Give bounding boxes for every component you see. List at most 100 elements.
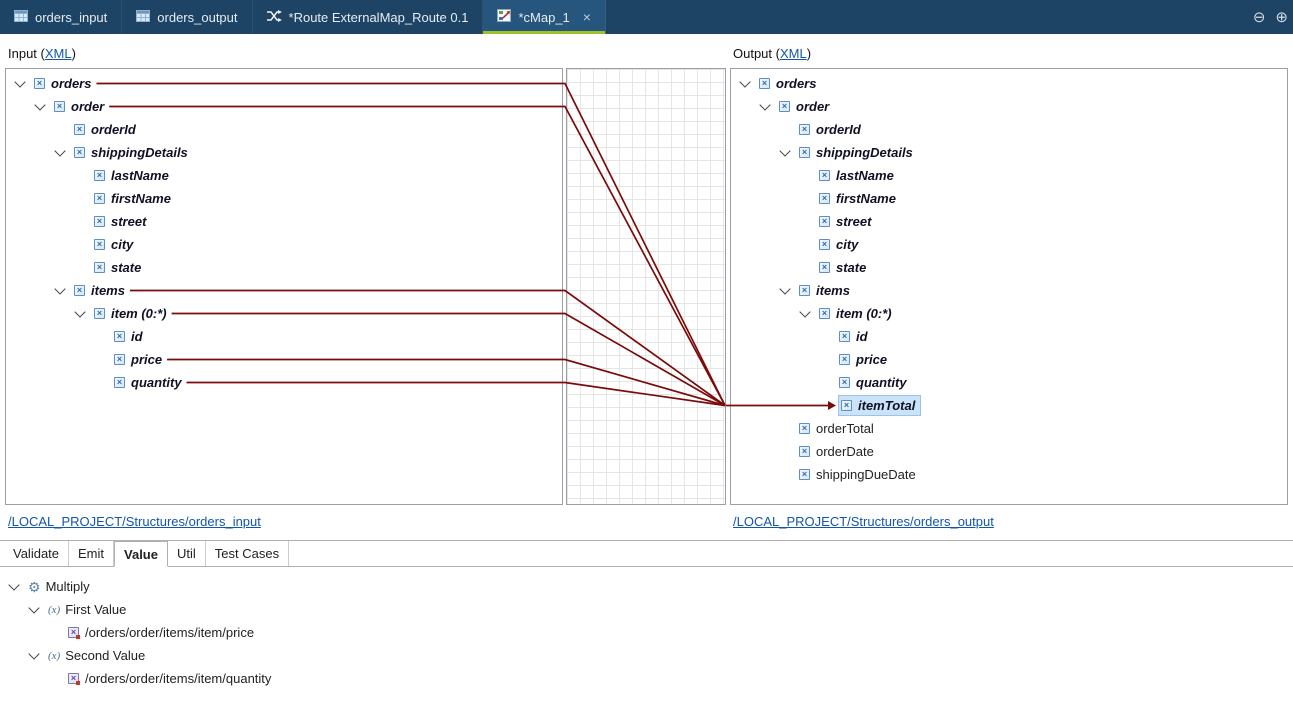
output-tree-row-city[interactable]: city [731, 233, 1287, 256]
row-content: items [799, 281, 853, 300]
output-tree-row-price[interactable]: price [731, 348, 1287, 371]
row-content: id [839, 327, 871, 346]
output-xml-link[interactable]: XML [779, 46, 807, 61]
tree-label: item (0:*) [111, 306, 167, 321]
xml-element-icon [34, 78, 45, 89]
tab-route-externalmap[interactable]: *Route ExternalMap_Route 0.1 [253, 0, 484, 34]
output-tree-row-item-0[interactable]: item (0:*) [731, 302, 1287, 325]
input-structure-link[interactable]: /LOCAL_PROJECT/Structures/orders_input [8, 514, 261, 529]
value-tree-row-multiply[interactable]: ⚙Multiply [0, 575, 1293, 598]
output-structure-link[interactable]: /LOCAL_PROJECT/Structures/orders_output [733, 514, 994, 529]
value-tree-row-second-value[interactable]: (x)Second Value [0, 644, 1293, 667]
value-tree-row-orders-order-items-item-quantity[interactable]: /orders/order/items/item/quantity [0, 667, 1293, 690]
input-tree-row-items[interactable]: items [6, 279, 562, 302]
tab-label: *cMap_1 [518, 9, 570, 25]
gear-icon: ⚙ [28, 578, 41, 595]
chevron-down-icon[interactable] [759, 99, 771, 111]
output-tree-row-state[interactable]: state [731, 256, 1287, 279]
chevron-down-icon[interactable] [14, 76, 26, 88]
chevron-down-icon[interactable] [779, 283, 791, 295]
input-tree-row-id[interactable]: id [6, 325, 562, 348]
tab-cmap-1[interactable]: *cMap_1 × [483, 0, 606, 34]
input-tree-row-firstname[interactable]: firstName [6, 187, 562, 210]
tree-label: price [131, 352, 163, 367]
chevron-slot [779, 145, 799, 157]
chevron-down-icon[interactable] [739, 76, 751, 88]
close-icon[interactable]: × [582, 9, 591, 25]
xml-element-icon [94, 308, 105, 319]
row-content: items [74, 281, 128, 300]
chevron-down-icon[interactable] [54, 283, 66, 295]
xpath-icon [68, 627, 80, 639]
output-tree-row-order[interactable]: order [731, 95, 1287, 118]
output-tree-row-shippingduedate[interactable]: shippingDueDate [731, 463, 1287, 486]
tree-label: street [836, 214, 872, 229]
tab-label: *Route ExternalMap_Route 0.1 [288, 9, 469, 25]
output-tree-row-ordertotal[interactable]: orderTotal [731, 417, 1287, 440]
route-icon [266, 9, 282, 25]
input-tree-row-orders[interactable]: orders [6, 72, 562, 95]
chevron-slot [759, 99, 779, 111]
tree-label: /orders/order/items/item/price [85, 625, 255, 640]
output-tree-row-itemtotal[interactable]: itemTotal [731, 394, 1287, 417]
chevron-down-icon[interactable] [8, 579, 20, 591]
tab-test-cases[interactable]: Test Cases [206, 541, 290, 566]
input-tree-row-quantity[interactable]: quantity [6, 371, 562, 394]
output-tree-row-id[interactable]: id [731, 325, 1287, 348]
row-content: order [54, 97, 107, 116]
tab-emit[interactable]: Emit [69, 541, 115, 566]
input-tree-row-street[interactable]: street [6, 210, 562, 233]
input-tree-row-orderid[interactable]: orderId [6, 118, 562, 141]
chevron-down-icon[interactable] [34, 99, 46, 111]
input-xml-link[interactable]: XML [44, 46, 72, 61]
output-tree-row-orders[interactable]: orders [731, 72, 1287, 95]
input-tree-row-price[interactable]: price [6, 348, 562, 371]
minimize-icon[interactable]: ⊖ [1252, 8, 1266, 26]
input-tree-row-shippingdetails[interactable]: shippingDetails [6, 141, 562, 164]
tab-orders-output[interactable]: orders_output [122, 0, 253, 34]
row-content: shippingDetails [74, 143, 191, 162]
xml-element-icon [94, 216, 105, 227]
tab-orders-input[interactable]: orders_input [0, 0, 123, 34]
output-tree-row-orderid[interactable]: orderId [731, 118, 1287, 141]
row-content: (x)First Value [48, 600, 129, 619]
chevron-down-icon[interactable] [28, 602, 40, 614]
structure-icon [136, 9, 151, 25]
structure-icon [14, 9, 28, 25]
output-tree-row-firstname[interactable]: firstName [731, 187, 1287, 210]
chevron-down-icon[interactable] [799, 306, 811, 318]
maximize-icon[interactable]: ⊕ [1275, 8, 1288, 26]
tab-validate[interactable]: Validate [4, 541, 70, 566]
output-tree-row-lastname[interactable]: lastName [731, 164, 1287, 187]
chevron-down-icon[interactable] [74, 306, 86, 318]
xml-element-icon [74, 124, 85, 135]
output-tree-row-items[interactable]: items [731, 279, 1287, 302]
mapping-grid[interactable] [566, 68, 726, 505]
row-content: orderId [74, 120, 139, 139]
value-tree-row-first-value[interactable]: (x)First Value [0, 598, 1293, 621]
value-tree-row-orders-order-items-item-price[interactable]: /orders/order/items/item/price [0, 621, 1293, 644]
output-tree-row-orderdate[interactable]: orderDate [731, 440, 1287, 463]
tree-label: First Value [65, 602, 127, 617]
output-tree-row-quantity[interactable]: quantity [731, 371, 1287, 394]
input-tree-row-order[interactable]: order [6, 95, 562, 118]
xml-element-icon [839, 354, 850, 365]
input-tree-row-lastname[interactable]: lastName [6, 164, 562, 187]
tab-value[interactable]: Value [114, 541, 168, 567]
chevron-down-icon[interactable] [28, 648, 40, 660]
xml-element-icon [94, 239, 105, 250]
expression-panel: Validate Emit Value Util Test Cases ⚙Mul… [0, 540, 1293, 715]
input-tree-row-city[interactable]: city [6, 233, 562, 256]
xml-element-icon [839, 331, 850, 342]
output-tree-row-street[interactable]: street [731, 210, 1287, 233]
tabbar-spacer [606, 0, 1248, 34]
row-content: orderDate [799, 442, 877, 461]
input-tree-row-state[interactable]: state [6, 256, 562, 279]
chevron-down-icon[interactable] [779, 145, 791, 157]
output-tree-row-shippingdetails[interactable]: shippingDetails [731, 141, 1287, 164]
input-tree-panel: orders order orderId shippingDetails lastNam… [5, 68, 563, 505]
chevron-down-icon[interactable] [54, 145, 66, 157]
tab-util[interactable]: Util [168, 541, 206, 566]
input-tree-row-item-0[interactable]: item (0:*) [6, 302, 562, 325]
